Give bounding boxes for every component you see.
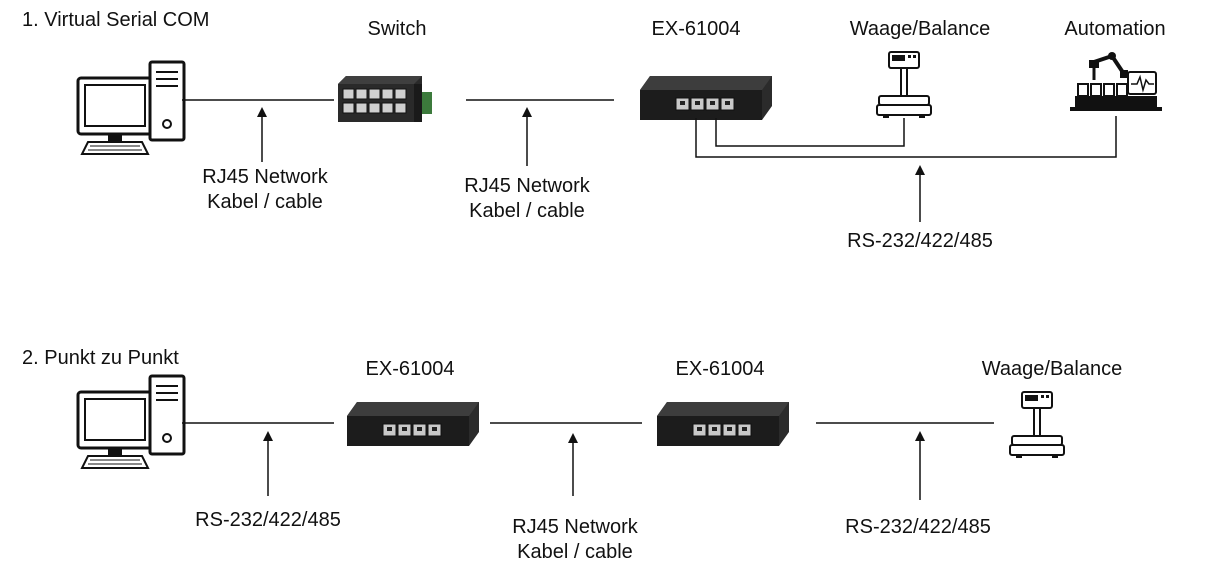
- converter-b-label: EX-61004: [675, 358, 765, 380]
- converter-label: EX-61004: [651, 18, 741, 40]
- automation-label: Automation: [1064, 18, 1166, 40]
- serial-label-converter-balance: RS-232/422/485: [845, 516, 991, 538]
- switch-label: Switch: [367, 18, 427, 40]
- automation-robot-icon: [1070, 52, 1162, 111]
- computer-icon: [76, 60, 186, 156]
- serial-label-pc-converter: RS-232/422/485: [195, 509, 341, 531]
- computer-icon: [76, 374, 186, 470]
- serial-server-icon: [656, 401, 790, 447]
- scenario2-arrows: [263, 431, 925, 500]
- cable-label-switch-converter: RJ45 Network Kabel / cable: [464, 175, 590, 222]
- serial-label-scenario1: RS-232/422/485: [847, 230, 993, 252]
- balance-label-scenario2: Waage/Balance: [981, 358, 1123, 380]
- scale-icon: [876, 51, 932, 119]
- scenario1-links: [182, 99, 1117, 158]
- scenario1-title: 1. Virtual Serial COM: [22, 9, 210, 31]
- scale-icon: [1009, 391, 1065, 459]
- converter-a-label: EX-61004: [365, 358, 455, 380]
- cable-label-converter-converter: RJ45 Network Kabel / cable: [512, 516, 638, 563]
- balance-label: Waage/Balance: [849, 18, 991, 40]
- serial-server-icon: [346, 401, 480, 447]
- scenario1-arrows: [257, 107, 925, 222]
- serial-server-icon: [639, 75, 773, 121]
- network-switch-icon: [338, 76, 432, 122]
- cable-label-pc-switch: RJ45 Network Kabel / cable: [202, 166, 328, 213]
- scenario2-title: 2. Punkt zu Punkt: [22, 347, 179, 369]
